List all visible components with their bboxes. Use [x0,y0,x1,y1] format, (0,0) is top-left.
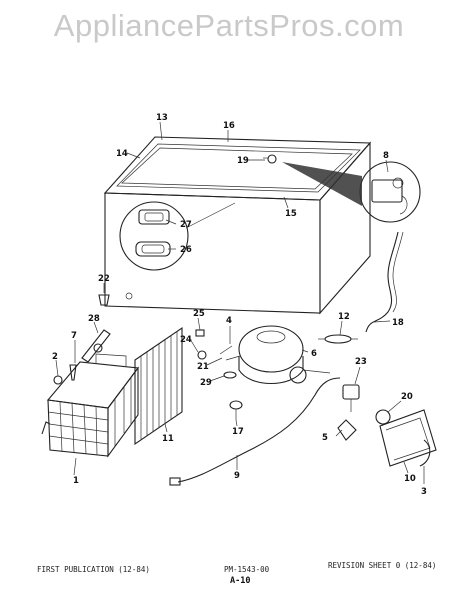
watermark: AppliancePartsPros.com [53,8,405,43]
callout-23: 23 [355,357,367,367]
part-19-shape [263,154,277,164]
footer-page-number: A-10 [230,576,251,586]
drain-pan [379,409,437,467]
callout-14: 14 [116,149,128,159]
drain-plug-inset [119,201,236,271]
callout-2: 2 [52,352,58,362]
callout-18: 18 [392,318,404,328]
power-cord [169,377,341,486]
callout-4: 4 [226,316,232,326]
callout-26: 26 [180,245,192,255]
compressor [225,325,331,385]
callout-11: 11 [162,434,174,444]
callout-8: 8 [383,151,389,161]
callout-21: 21 [197,362,209,372]
callout-12: 12 [338,312,350,322]
callout-19: 19 [237,156,249,166]
callout-9: 9 [234,471,240,481]
leader-lines [55,121,425,484]
callout-27: 27 [180,220,192,230]
relay-parts [337,384,391,441]
footer-part-number: PM-1543-00 [224,565,270,574]
callout-25: 25 [193,309,205,319]
callout-7: 7 [71,331,77,341]
callout-3: 3 [421,487,427,497]
callout-6: 6 [311,349,317,359]
callout-1: 1 [73,476,79,486]
small-parts [53,294,243,420]
callout-13: 13 [156,113,168,123]
thermostat-inset [282,161,421,223]
wire-divider [134,326,183,446]
callout-24: 24 [180,335,192,345]
callout-28: 28 [88,314,100,324]
freezer-cabinet [103,136,372,315]
callout-15: 15 [285,209,297,219]
callout-labels: 1 2 3 4 5 6 7 8 9 10 11 12 13 14 15 16 1… [52,113,427,497]
callout-22: 22 [98,274,110,284]
callout-17: 17 [232,427,244,437]
wire-basket [41,353,140,458]
condenser-tube [365,231,404,333]
callout-16: 16 [223,121,235,131]
callout-29: 29 [200,378,212,388]
footer-first-publication: FIRST PUBLICATION (12-84) [37,565,150,574]
callout-10: 10 [404,474,416,484]
footer-revision: REVISION SHEET 0 (12-84) [328,561,437,570]
callout-5: 5 [322,433,328,443]
drier [318,334,358,344]
callout-20: 20 [401,392,413,402]
